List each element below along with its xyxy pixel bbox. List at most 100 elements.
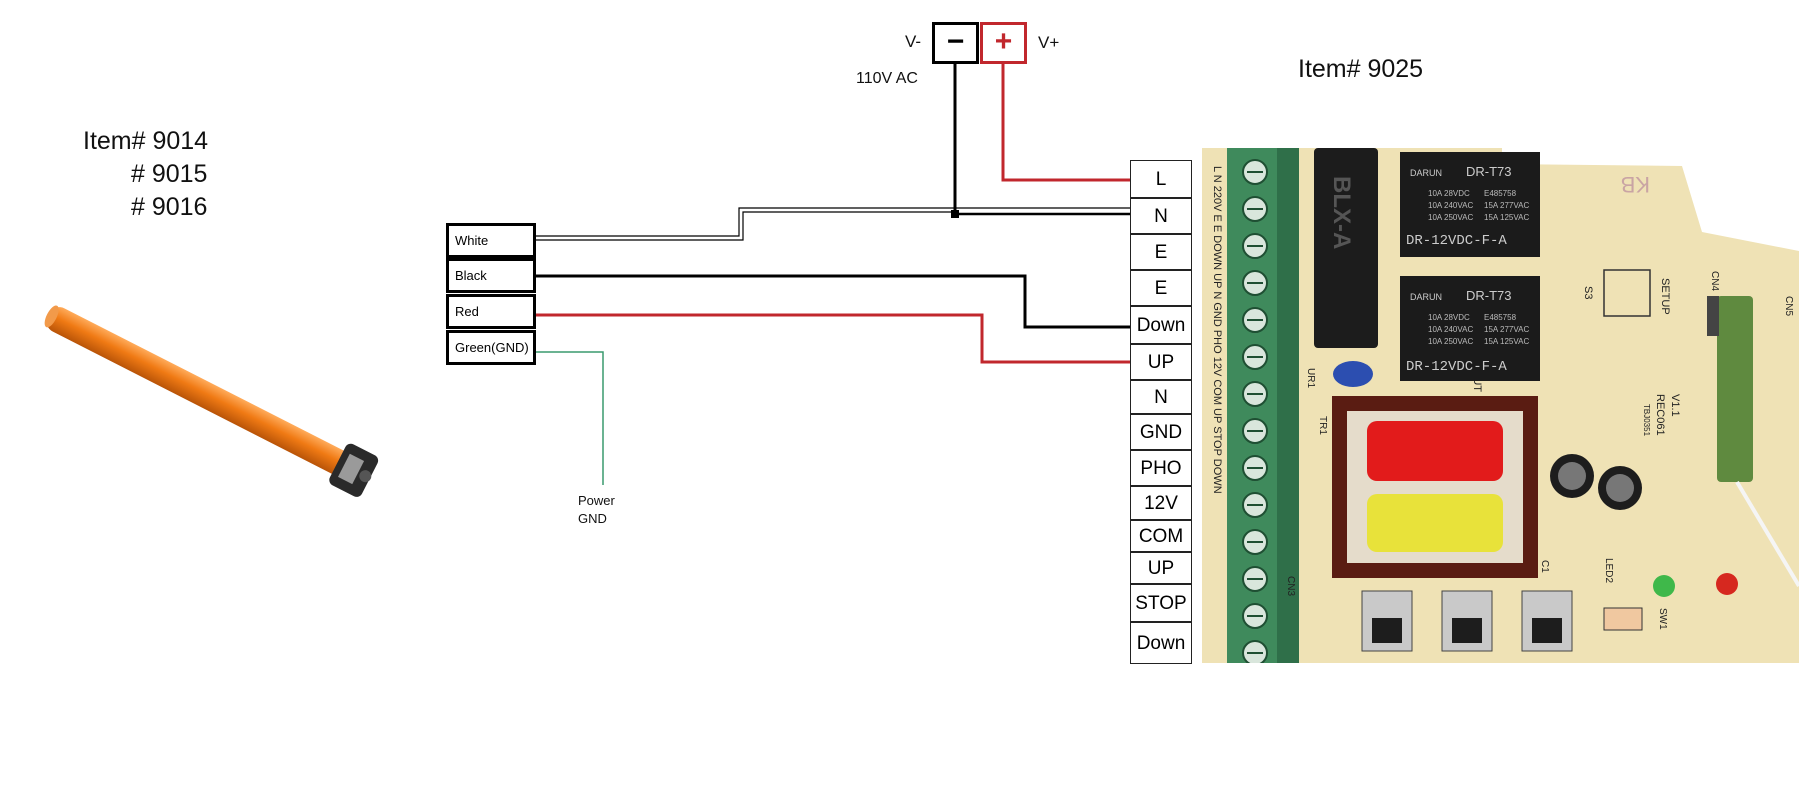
silk-cn5: CN5 — [1783, 296, 1794, 316]
ground-note-line-2: GND — [578, 511, 607, 526]
relay-1 — [1400, 152, 1540, 257]
silk-s3: S3 — [1582, 286, 1594, 299]
ground-note-line-1: Power — [578, 493, 615, 508]
motor-wire-green: Green(GND) — [446, 330, 536, 365]
relay-1-spec-d: E485758 — [1484, 189, 1517, 198]
terminal-up-1: UP — [1130, 344, 1192, 380]
terminal-block-edge — [1277, 148, 1299, 663]
black-motor-wire — [536, 274, 1130, 329]
relay-1-spec-f: 15A 125VAC — [1484, 213, 1529, 222]
tubular-motor-image — [44, 305, 379, 497]
terminal-up-2: UP — [1130, 552, 1192, 584]
led-red — [1716, 573, 1738, 595]
ground-wire — [536, 351, 604, 485]
motor-wire-red: Red — [446, 294, 536, 329]
silk-left-labels: L N 220V E E DOWN UP N GND PHO 12V COM U… — [1211, 166, 1223, 494]
relay-2-spec-a: 10A 28VDC — [1428, 313, 1470, 322]
motor-head-plate — [338, 453, 365, 485]
pcb-button-2-cap — [1452, 618, 1482, 643]
terminal-e-2: E — [1130, 270, 1192, 306]
antenna-wire — [1735, 480, 1799, 588]
terminal-e-1: E — [1130, 234, 1192, 270]
motor-item-label-1: Item# 9014 — [83, 127, 209, 155]
terminal-stop: STOP — [1130, 584, 1192, 622]
silk-c1: C1 — [1539, 560, 1550, 573]
minus-symbol: − — [946, 25, 965, 58]
silk-cn3: CN3 — [1285, 576, 1296, 596]
blue-capacitor — [1333, 361, 1373, 387]
silk-version: V1.1 — [1669, 394, 1681, 417]
terminal-l: L — [1130, 160, 1192, 198]
relay-1-spec-e: 15A 277VAC — [1484, 201, 1529, 210]
relay-2-top: DR-T73 — [1466, 288, 1512, 303]
silk-cn4: CN4 — [1709, 271, 1720, 291]
pcb-button-3-cap — [1532, 618, 1562, 643]
terminal-com: COM — [1130, 520, 1192, 552]
dip-switch — [1603, 607, 1643, 631]
relay-1-spec-c: 10A 250VAC — [1428, 213, 1473, 222]
relay-1-top: DR-T73 — [1466, 164, 1512, 179]
power-source-label: 110V AC — [856, 70, 918, 87]
terminal-down-1: Down — [1130, 306, 1192, 344]
relay-2-spec-e: 15A 277VAC — [1484, 325, 1529, 334]
white-wire-inner — [536, 207, 955, 237]
terminal-n-2: N — [1130, 380, 1192, 414]
silk-tr1: TR1 — [1317, 416, 1328, 435]
silk-board-id: REC061 — [1654, 394, 1666, 436]
plus-symbol: + — [994, 25, 1013, 58]
motor-tube-end — [44, 305, 59, 328]
motor-wire-white: White — [446, 223, 536, 258]
rf-module-pins — [1707, 296, 1719, 336]
silk-led2: LED2 — [1603, 558, 1614, 583]
rf-module — [1717, 296, 1753, 482]
motor-tube — [46, 307, 353, 477]
controller-board-image: L N 220V E E DOWN UP N GND PHO 12V COM U… — [1202, 146, 1799, 663]
silk-sw1: SW1 — [1657, 608, 1668, 630]
transformer-coil-yellow — [1367, 494, 1503, 552]
relay-1-spec-a: 10A 28VDC — [1428, 189, 1470, 198]
terminal-gnd: GND — [1130, 414, 1192, 450]
v-minus-label: V- — [905, 32, 922, 51]
motor-wire-black: Black — [446, 258, 536, 293]
silk-setup: SETUP — [1659, 278, 1671, 315]
terminal-n: N — [1130, 198, 1192, 234]
motor-wire-green-label: Green(GND) — [455, 340, 529, 355]
led-green — [1653, 575, 1675, 597]
silk-kb: KB — [1621, 172, 1650, 197]
s3-switch-outline — [1603, 269, 1651, 317]
motor-wire-red-label: Red — [455, 304, 479, 319]
controller-item-label: Item# 9025 — [1298, 55, 1424, 83]
relay-1-model: DR-12VDC-F-A — [1406, 233, 1507, 249]
relay-2-model: DR-12VDC-F-A — [1406, 359, 1507, 375]
plus-terminal: + — [980, 22, 1027, 64]
minus-terminal: − — [932, 22, 979, 64]
terminal-12v: 12V — [1130, 486, 1192, 520]
motor-head-knob — [359, 470, 372, 483]
relay-2-spec-f: 15A 125VAC — [1484, 337, 1529, 346]
capacitor-2-top — [1606, 474, 1634, 502]
blx-block — [1314, 148, 1378, 348]
motor-wire-black-label: Black — [455, 268, 487, 283]
terminal-pho: PHO — [1130, 450, 1192, 486]
v-plus-label: V+ — [1038, 33, 1060, 52]
pcb-button-1-cap — [1372, 618, 1402, 643]
terminal-down-2: Down — [1130, 622, 1192, 664]
relay-1-brand: DARUN — [1410, 168, 1442, 178]
relay-2-spec-b: 10A 240VAC — [1428, 325, 1473, 334]
relay-2 — [1400, 276, 1540, 381]
red-motor-wire — [536, 313, 1130, 364]
motor-item-label-2: # 9015 — [131, 160, 208, 188]
motor-wire-white-label: White — [455, 233, 489, 248]
relay-2-spec-d: E485758 — [1484, 313, 1517, 322]
terminal-screws — [1242, 159, 1268, 663]
transformer-coil-red — [1367, 421, 1503, 481]
relay-2-spec-c: 10A 250VAC — [1428, 337, 1473, 346]
controller-board-drawing: L N 220V E E DOWN UP N GND PHO 12V COM U… — [1202, 148, 1799, 663]
white-wire-outer — [536, 211, 955, 241]
motor-item-label-3: # 9016 — [131, 193, 208, 221]
silk-ur1: UR1 — [1305, 368, 1316, 388]
silk-board-code: TBJ0351 — [1642, 404, 1651, 437]
blx-label: BLX-A — [1328, 176, 1355, 249]
